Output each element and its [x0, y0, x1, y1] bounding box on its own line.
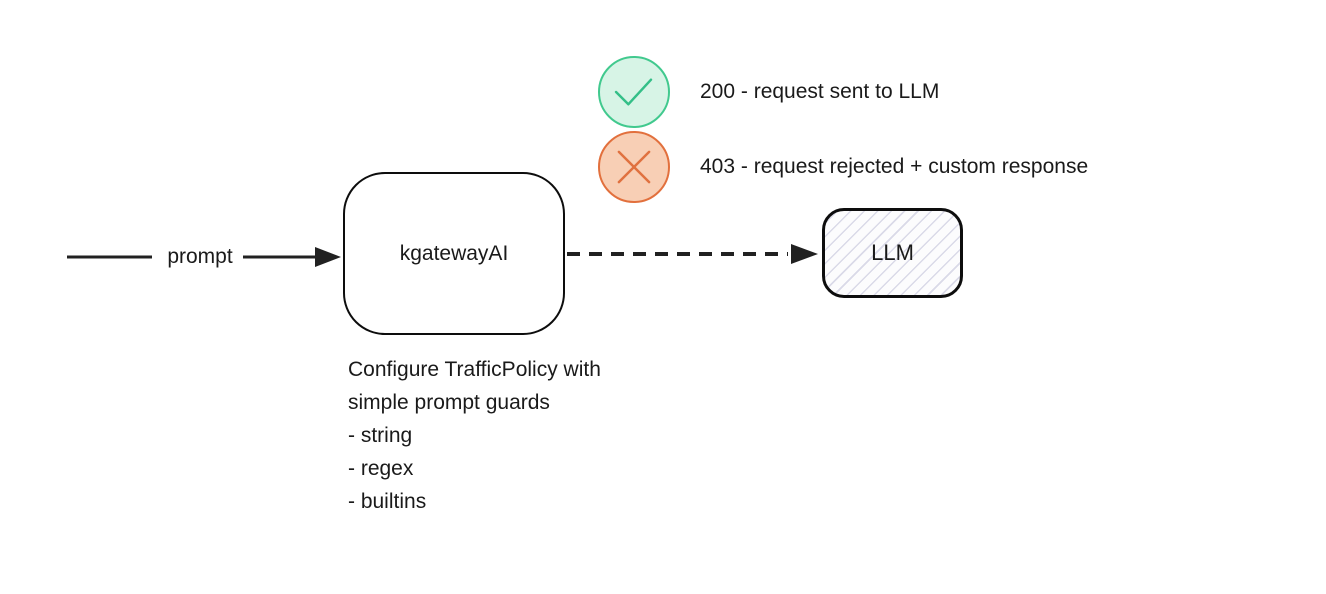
llm-node: LLM — [822, 208, 963, 298]
caption-line: Configure TrafficPolicy with — [348, 358, 601, 381]
caption-line: - regex — [348, 457, 414, 480]
status-403-text: 403 - request rejected + custom response — [700, 155, 1089, 178]
prompt-arrowhead-icon — [315, 247, 341, 267]
caption-line: - string — [348, 424, 413, 447]
gateway-node: kgatewayAI — [343, 172, 565, 335]
status-200-text: 200 - request sent to LLM — [700, 80, 940, 103]
gateway-caption: Configure TrafficPolicy with simple prom… — [348, 353, 601, 518]
llm-node-label: LLM — [871, 240, 914, 265]
x-icon — [617, 150, 651, 184]
caption-line: - builtins — [348, 490, 427, 513]
caption-line: simple prompt guards — [348, 391, 550, 414]
check-circle-icon — [598, 56, 670, 128]
dashed-arrowhead-icon — [791, 244, 818, 264]
gateway-node-label: kgatewayAI — [399, 241, 509, 265]
check-icon — [614, 78, 653, 106]
x-circle-icon — [598, 131, 670, 203]
prompt-label: prompt — [167, 245, 233, 268]
